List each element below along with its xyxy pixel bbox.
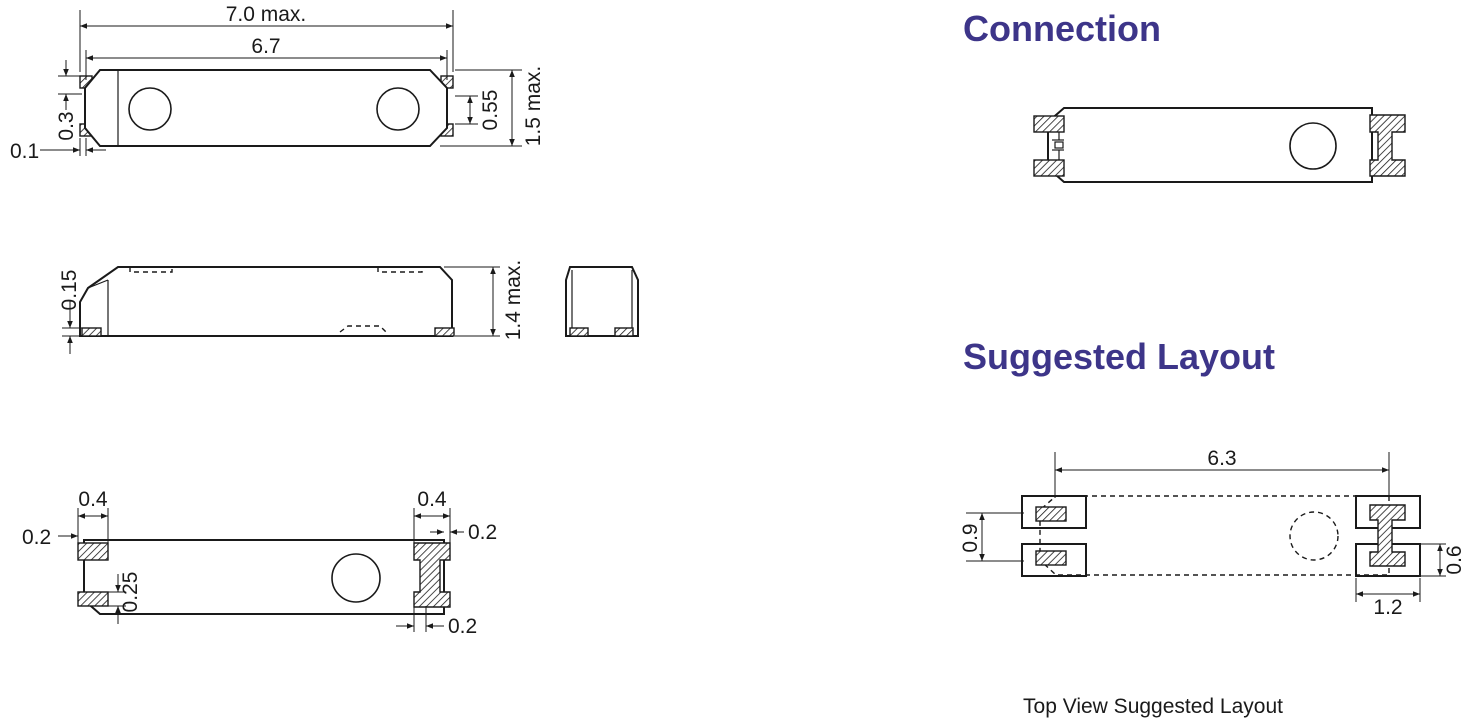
- side-pad-right: [434, 327, 455, 337]
- top-view: 7.0 max. 6.7 0.55 1.5 max. 0.3 0.1: [10, 3, 545, 163]
- conn-pad-right: [1369, 114, 1406, 177]
- bottom-pad-left-upper: [77, 542, 109, 561]
- dim-label-offset: 0.3: [55, 111, 78, 140]
- side-view: 0.15 1.4 max.: [58, 260, 525, 354]
- top-marker-circle-right: [376, 87, 420, 131]
- dim-label-body: 6.7: [251, 35, 280, 58]
- side-body-outline: [79, 266, 453, 337]
- dim-label-bot-gap-right: 0.2: [468, 521, 497, 544]
- bottom-pad-left-lower: [77, 591, 109, 607]
- layout-caption: Top View Suggested Layout: [1023, 695, 1283, 718]
- dim-label-lay-pad-h: 0.6: [1443, 545, 1466, 574]
- bottom-marker-circle: [331, 553, 381, 603]
- top-body-outline: [84, 69, 448, 147]
- dim-label-bot-pad-right: 0.4: [417, 488, 447, 511]
- bottom-body-outline: [83, 539, 445, 615]
- dim-label-pad-height: 0.55: [479, 90, 502, 131]
- bottom-view: 0.4 0.2 0.25 0.4 0.2 0.2: [22, 488, 497, 638]
- dim-label-bot-gap-left: 0.2: [22, 526, 51, 549]
- conn-pad-left-upper: [1033, 115, 1065, 133]
- dim-label-bot-pad-h: 0.25: [119, 572, 142, 613]
- connection-diagram: [1033, 107, 1406, 183]
- heading-connection: Connection: [963, 8, 1161, 49]
- heading-suggested-layout: Suggested Layout: [963, 336, 1275, 377]
- dim-label-lay-height: 0.9: [959, 523, 982, 552]
- dim-label-bot-pad-left: 0.4: [78, 488, 108, 511]
- dim-label-overall: 7.0 max.: [226, 3, 307, 26]
- conn-pad-left-lower: [1033, 159, 1065, 177]
- dim-label-lay-span: 6.3: [1207, 447, 1236, 470]
- dim-label-standoff: 0.15: [58, 270, 81, 311]
- conn-marker-circle: [1289, 122, 1337, 170]
- layout-diagram: 6.3 0.9 0.6 1.2: [959, 447, 1466, 619]
- dim-label-side-height: 1.4 max.: [502, 260, 525, 341]
- dim-label-lay-pad-w: 1.2: [1373, 596, 1402, 619]
- dim-label-bot-gap-bottom: 0.2: [448, 615, 477, 638]
- dim-label-height: 1.5 max.: [522, 66, 545, 147]
- top-marker-circle-left: [128, 87, 172, 131]
- dim-label-gap: 0.1: [10, 140, 39, 163]
- bottom-pad-right: [413, 542, 451, 608]
- side-pad-left: [81, 327, 102, 337]
- end-view: [565, 266, 639, 337]
